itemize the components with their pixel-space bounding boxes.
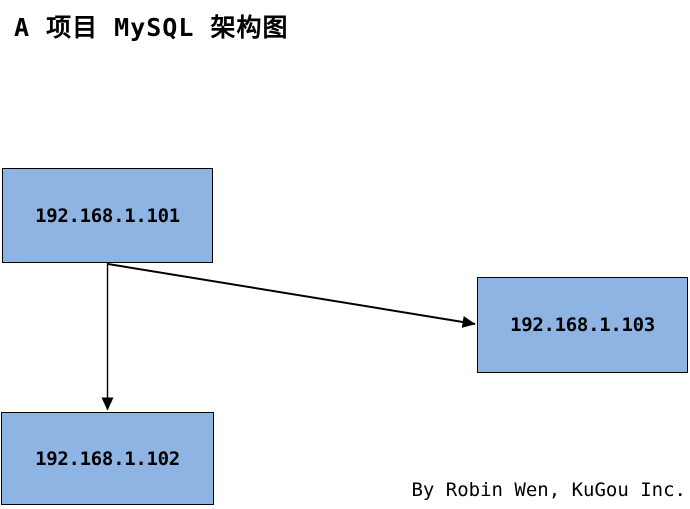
edge-101-to-103: [107, 263, 476, 328]
diagram-title: A 项目 MySQL 架构图: [14, 13, 289, 42]
node-101-label: 192.168.1.101: [35, 204, 180, 227]
node-103: 192.168.1.103: [477, 277, 688, 373]
credit-text: By Robin Wen, KuGou Inc.: [411, 479, 686, 501]
node-103-label: 192.168.1.103: [510, 314, 655, 336]
node-102-label: 192.168.1.102: [35, 447, 180, 470]
node-101: 192.168.1.101: [2, 168, 213, 263]
node-102: 192.168.1.102: [1, 412, 214, 505]
